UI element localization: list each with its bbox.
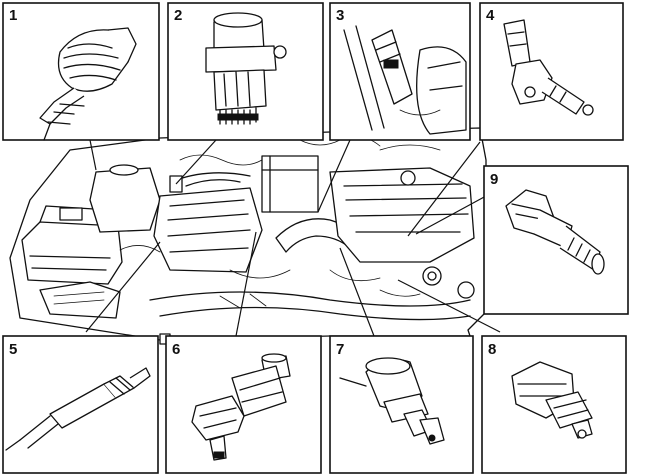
panel-number-8: 8	[488, 341, 496, 358]
sensor-9-illustration	[505, 189, 605, 275]
leader-lines	[85, 139, 501, 337]
panel-number-4: 4	[486, 7, 495, 24]
panel-1: 1	[2, 2, 160, 141]
panel-number-3: 3	[336, 7, 344, 24]
panel-7: 7	[329, 335, 474, 474]
sensor-6-illustration	[191, 353, 291, 461]
sensor-3-illustration	[343, 25, 467, 135]
leader-line-1	[89, 139, 97, 171]
panel-4: 4	[479, 2, 624, 141]
panel-9: 9	[483, 165, 629, 315]
leader-line-2	[175, 139, 217, 185]
sensor-4-illustration	[503, 19, 594, 116]
leader-line-9	[415, 195, 487, 235]
panel-number-7: 7	[336, 341, 344, 358]
panel-8: 8	[481, 335, 627, 474]
leader-line-3	[317, 139, 351, 213]
sensor-1-illustration	[39, 27, 137, 141]
leader-line-4	[407, 141, 481, 237]
leader-line-7	[339, 247, 375, 337]
leader-line-6	[235, 231, 257, 337]
sensor-2-illustration	[205, 12, 287, 125]
leader-line-8	[397, 279, 501, 333]
panel-number-5: 5	[9, 341, 17, 358]
engine-bay-illustration	[9, 127, 487, 345]
sensor-7-illustration	[339, 357, 445, 445]
panel-number-9: 9	[490, 171, 498, 188]
panel-5: 5	[2, 335, 159, 474]
panel-2: 2	[167, 2, 324, 141]
panel-number-2: 2	[174, 7, 182, 24]
sensor-5-illustration	[5, 367, 151, 451]
panel-number-1: 1	[9, 7, 17, 24]
leader-line-5	[85, 241, 161, 333]
panel-3: 3	[329, 2, 471, 141]
sensor-8-illustration	[511, 361, 593, 439]
panel-number-6: 6	[172, 341, 180, 358]
panel-6: 6	[165, 335, 322, 474]
